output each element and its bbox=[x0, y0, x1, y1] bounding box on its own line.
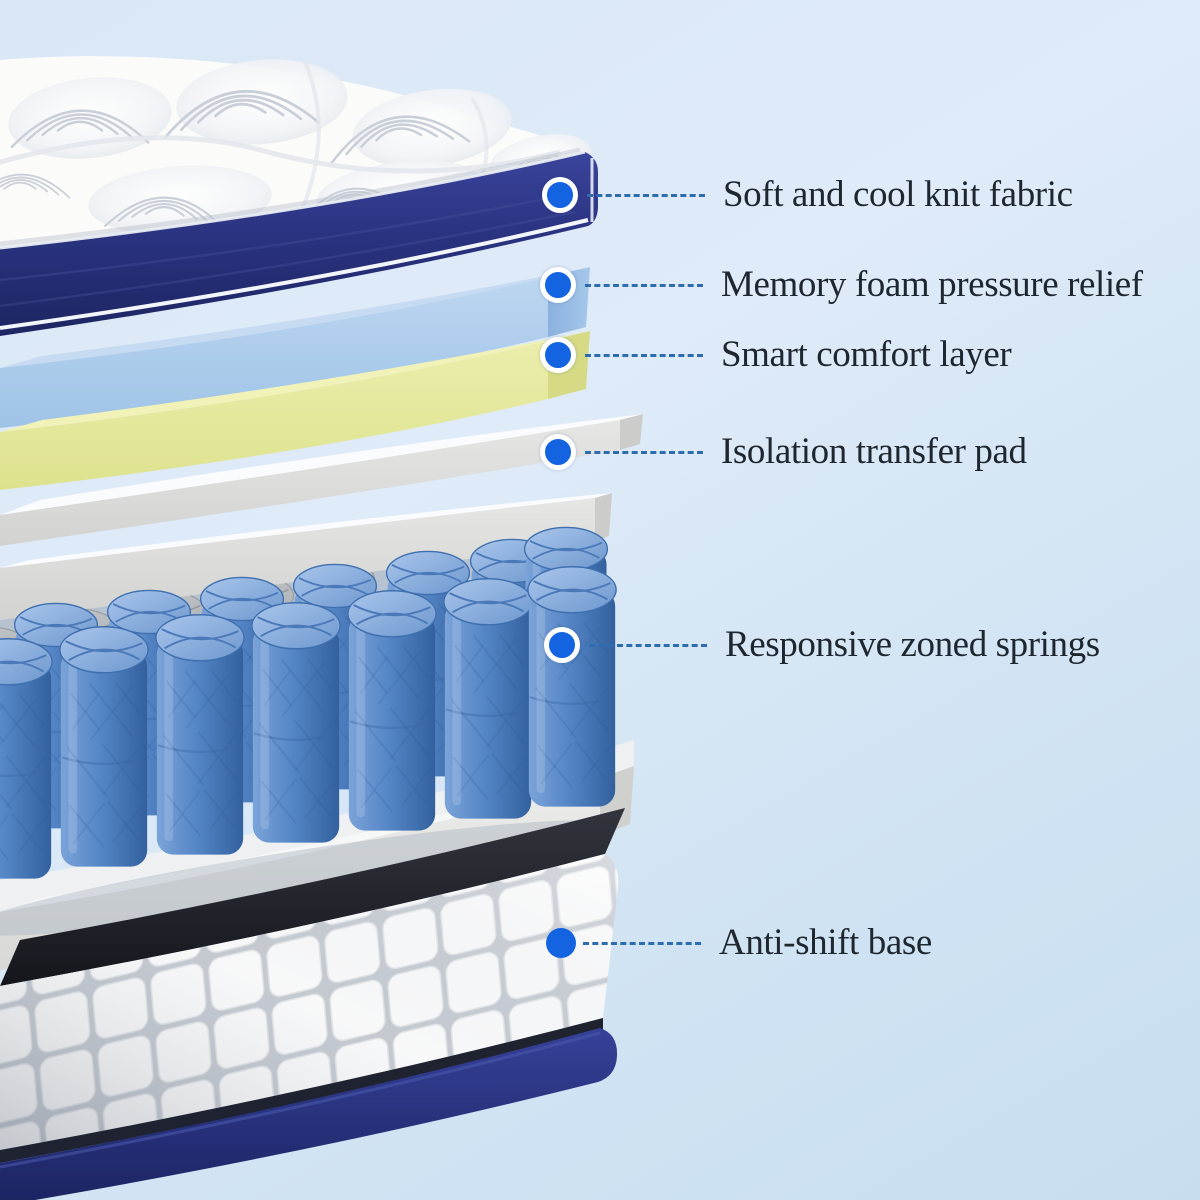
callout-dot bbox=[542, 177, 578, 213]
layer-isolation-pad bbox=[0, 414, 643, 546]
callout-dot bbox=[544, 627, 580, 663]
callout-zoned-springs: Responsive zoned springs bbox=[544, 625, 1100, 665]
callout-anti-shift-base: Anti-shift base bbox=[546, 923, 932, 963]
callout-knit-fabric: Soft and cool knit fabric bbox=[542, 175, 1073, 215]
callout-dashed-line bbox=[589, 643, 707, 647]
callout-comfort-layer: Smart comfort layer bbox=[540, 334, 1012, 375]
callout-dashed-line bbox=[585, 283, 703, 287]
callout-label: Responsive zoned springs bbox=[725, 624, 1100, 665]
callout-dot bbox=[540, 434, 576, 470]
callout-dashed-line bbox=[585, 353, 703, 357]
layer-knit-fabric-mattress bbox=[0, 56, 598, 336]
callout-dot bbox=[546, 928, 576, 958]
callout-label: Smart comfort layer bbox=[721, 334, 1012, 375]
callout-label: Soft and cool knit fabric bbox=[723, 174, 1073, 215]
callout-label: Anti-shift base bbox=[719, 922, 932, 963]
callout-dot bbox=[540, 337, 576, 373]
callout-dashed-line bbox=[587, 193, 705, 197]
callout-dashed-line bbox=[585, 450, 703, 454]
layer-anti-shift-base bbox=[0, 808, 625, 1200]
callout-dashed-line bbox=[583, 941, 701, 945]
callout-dot bbox=[540, 267, 576, 303]
mattress-side-band bbox=[0, 152, 598, 336]
callout-label: Isolation transfer pad bbox=[721, 431, 1027, 472]
callout-label: Memory foam pressure relief bbox=[721, 264, 1143, 305]
base-bottom-navy-strip bbox=[0, 1028, 618, 1200]
callout-memory-foam: Memory foam pressure relief bbox=[540, 265, 1143, 305]
callout-isolation-pad: Isolation transfer pad bbox=[540, 432, 1027, 472]
